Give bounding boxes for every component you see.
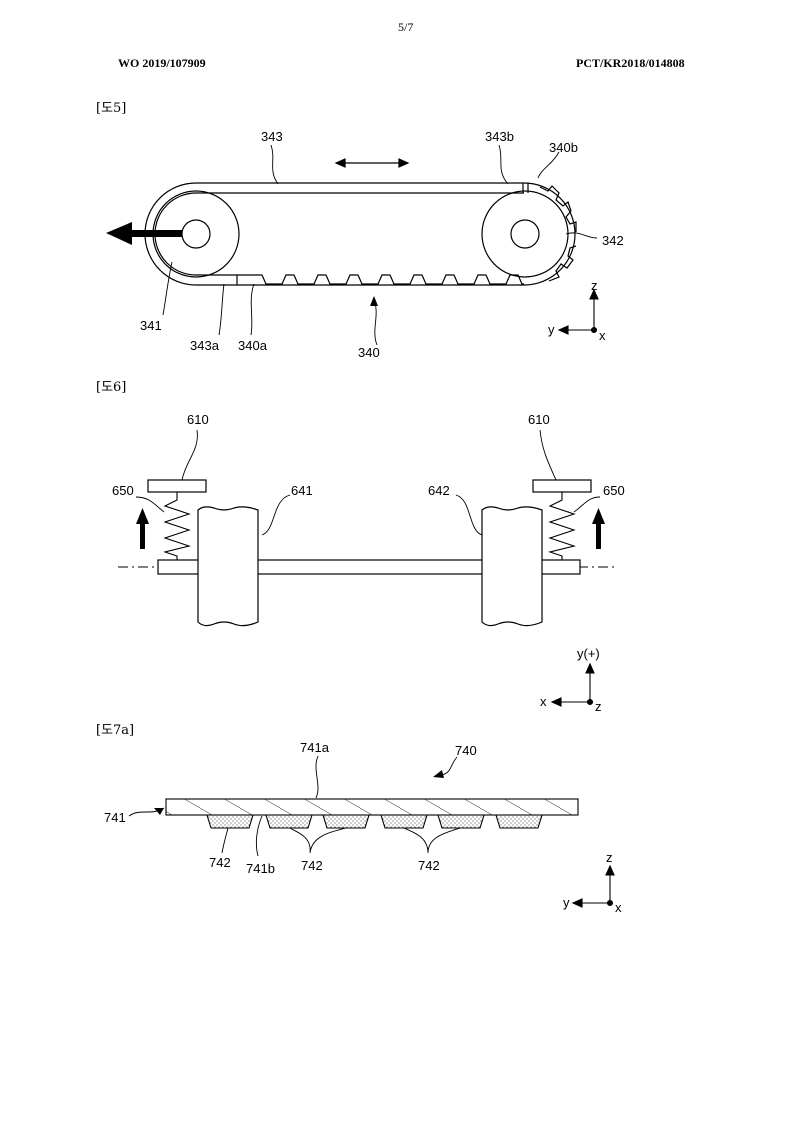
axis-z: z (606, 850, 613, 865)
direction-arrow (106, 222, 182, 245)
left-pulley-hub (181, 219, 211, 249)
ref-641: 641 (291, 483, 313, 498)
arrowhead-340 (370, 296, 378, 306)
figure-6-drawing (118, 479, 618, 627)
ref-742-b: 742 (301, 858, 323, 873)
axis-y: y (563, 895, 570, 910)
axis-x: x (615, 900, 622, 915)
figure-6-axes (550, 662, 595, 707)
axis-z: z (591, 278, 598, 293)
belt-outer (144, 182, 576, 286)
figure-5-label: [도5] (96, 101, 127, 116)
publication-number: WO 2019/107909 (118, 56, 206, 70)
right-pulley (481, 190, 569, 278)
arrowhead-740 (433, 770, 444, 778)
figure-5-leaders (162, 144, 598, 346)
axis-y: y (548, 322, 555, 337)
application-number: PCT/KR2018/014808 (576, 56, 685, 70)
axis-z: z (595, 699, 602, 714)
figure-7a-label: [도7a] (96, 723, 135, 738)
right-plate (532, 479, 592, 493)
ref-610-right: 610 (528, 412, 550, 427)
pads (206, 814, 543, 829)
right-pulley-hub (510, 219, 540, 249)
ref-642: 642 (428, 483, 450, 498)
ref-742-a: 742 (209, 855, 231, 870)
ref-741: 741 (104, 810, 126, 825)
ref-741b: 741b (246, 861, 275, 876)
arrowhead-741 (154, 808, 164, 815)
figure-6-label: [도6] (96, 380, 127, 395)
force-arrows (136, 508, 605, 549)
ref-343b: 343b (485, 129, 514, 144)
axle (157, 559, 581, 575)
springs (163, 492, 576, 560)
page-number: 5/7 (398, 20, 414, 34)
ref-741a: 741a (300, 740, 330, 755)
ref-340: 340 (358, 345, 380, 360)
ref-740: 740 (455, 743, 477, 758)
pulley-teeth (539, 185, 577, 282)
ref-342: 342 (602, 233, 624, 248)
ref-341: 341 (140, 318, 162, 333)
axis-x: x (599, 328, 606, 343)
ref-343: 343 (261, 129, 283, 144)
ref-343a: 343a (190, 338, 220, 353)
axis-y-plus: y(+) (577, 646, 600, 661)
left-spring (163, 492, 191, 560)
left-plate (147, 479, 207, 493)
ref-610-left: 610 (187, 412, 209, 427)
belt-teeth (258, 274, 524, 285)
ref-742-c: 742 (418, 858, 440, 873)
ref-340a: 340a (238, 338, 268, 353)
figure-5-axes (557, 288, 599, 335)
ref-650-left: 650 (112, 483, 134, 498)
right-spring (548, 492, 576, 560)
base-plate (165, 798, 579, 816)
ref-340b: 340b (549, 140, 578, 155)
right-wheel (481, 506, 543, 627)
reciprocating-arrow (334, 158, 410, 168)
figure-7a-leaders (128, 755, 461, 857)
figure-7a-drawing (165, 798, 579, 829)
axis-x: x (540, 694, 547, 709)
figure-6-leaders (135, 429, 601, 536)
ref-650-right: 650 (603, 483, 625, 498)
left-wheel (197, 506, 259, 627)
figure-5-drawing (144, 182, 577, 286)
figure-7a-axes (571, 864, 615, 908)
